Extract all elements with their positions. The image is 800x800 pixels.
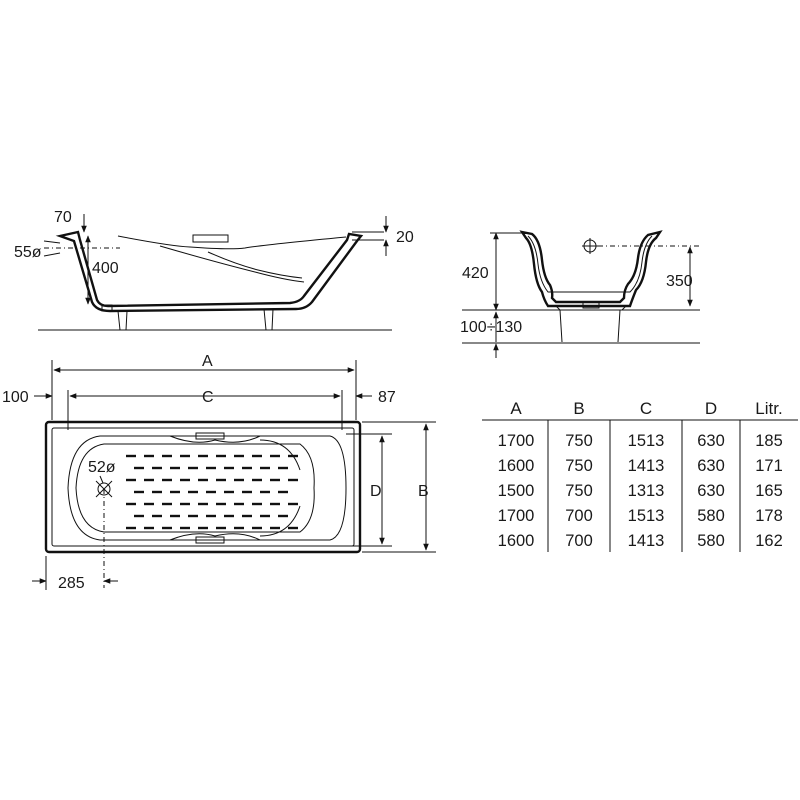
plan-dim-a-label: A	[202, 353, 213, 370]
plan-inner-rim	[51, 427, 355, 547]
side-dim-overflow-label: 55ø	[14, 244, 42, 261]
plan-dim-c-label: C	[202, 389, 214, 406]
table-header-c: C	[640, 399, 652, 418]
plan-drain-circle	[97, 482, 111, 496]
table-cell: 178	[755, 507, 783, 525]
plan-dim-drain-offset-label: 285	[58, 575, 85, 592]
table-cell: 630	[697, 482, 725, 500]
plan-basin-inner	[75, 443, 315, 533]
table-cell: 630	[697, 432, 725, 450]
plan-basin-outline	[67, 435, 347, 541]
table-cell: 580	[697, 507, 725, 525]
plan-handle-bottom	[169, 505, 301, 544]
table-cell: 630	[697, 457, 725, 475]
plan-view: 52ø A C 100 87 D B 285	[2, 353, 436, 592]
side-view-handle-curve	[159, 245, 305, 283]
table-cell: 750	[565, 432, 593, 450]
plan-dim-d-label: D	[370, 483, 382, 500]
end-view-inner-line	[527, 235, 653, 293]
dimension-table: A B C D Litr. 1700 750 1513 630 185 1600 750 1413 630…	[482, 399, 798, 552]
table-cell: 171	[755, 457, 783, 475]
table-cell: 1413	[628, 457, 665, 475]
table-cell: 700	[565, 532, 593, 550]
table-cell: 750	[565, 482, 593, 500]
side-view-feet	[101, 304, 274, 331]
end-view-feet	[555, 301, 627, 343]
side-dim-depth-label: 400	[92, 260, 119, 277]
table-header-litr: Litr.	[755, 399, 782, 418]
side-dim-overflow-leader	[43, 240, 61, 244]
table-cell: 1513	[628, 507, 665, 525]
plan-dim-right-offset-label: 87	[378, 389, 396, 406]
table-cell: 1500	[498, 482, 535, 500]
table-cell: 1700	[498, 432, 535, 450]
table-header-d: D	[705, 399, 717, 418]
table-cell: 1600	[498, 457, 535, 475]
side-view-handle	[192, 234, 229, 243]
table-cell: 185	[755, 432, 783, 450]
plan-dim-left-offset-label: 100	[2, 389, 29, 406]
side-view: 70 55ø 400 20	[14, 209, 414, 331]
table-cell: 165	[755, 482, 783, 500]
table-cell: 1313	[628, 482, 665, 500]
plan-drain-leader	[99, 475, 104, 484]
side-view-handle-curve-2	[207, 251, 303, 279]
table-header-b: B	[573, 399, 584, 418]
table-cell: 1513	[628, 432, 665, 450]
table-cell: 1600	[498, 532, 535, 550]
table-cell: 580	[697, 532, 725, 550]
end-dim-feet-label: 100÷130	[460, 319, 522, 336]
end-dim-height-label: 420	[462, 265, 489, 282]
end-view-tub-outline	[519, 230, 663, 308]
plan-dim-b-label: B	[418, 483, 429, 500]
side-dim-overflow-leader-2	[43, 252, 61, 257]
table-header-a: A	[510, 399, 522, 418]
side-view-inner-curve	[117, 235, 347, 250]
end-view: 420 350 100÷130	[460, 230, 700, 358]
table-cell: 750	[565, 457, 593, 475]
table-cell: 1700	[498, 507, 535, 525]
plan-anti-slip-pattern	[126, 454, 298, 530]
plan-drain-label: 52ø	[88, 459, 116, 476]
table-cell: 700	[565, 507, 593, 525]
side-dim-rim-label: 70	[54, 209, 72, 226]
side-dim-rimheight-label: 20	[396, 229, 414, 246]
table-cell: 1413	[628, 532, 665, 550]
plan-handle-top	[169, 432, 301, 471]
plan-outer-rim	[44, 420, 362, 554]
end-dim-inner-label: 350	[666, 273, 693, 290]
table-cell: 162	[755, 532, 783, 550]
